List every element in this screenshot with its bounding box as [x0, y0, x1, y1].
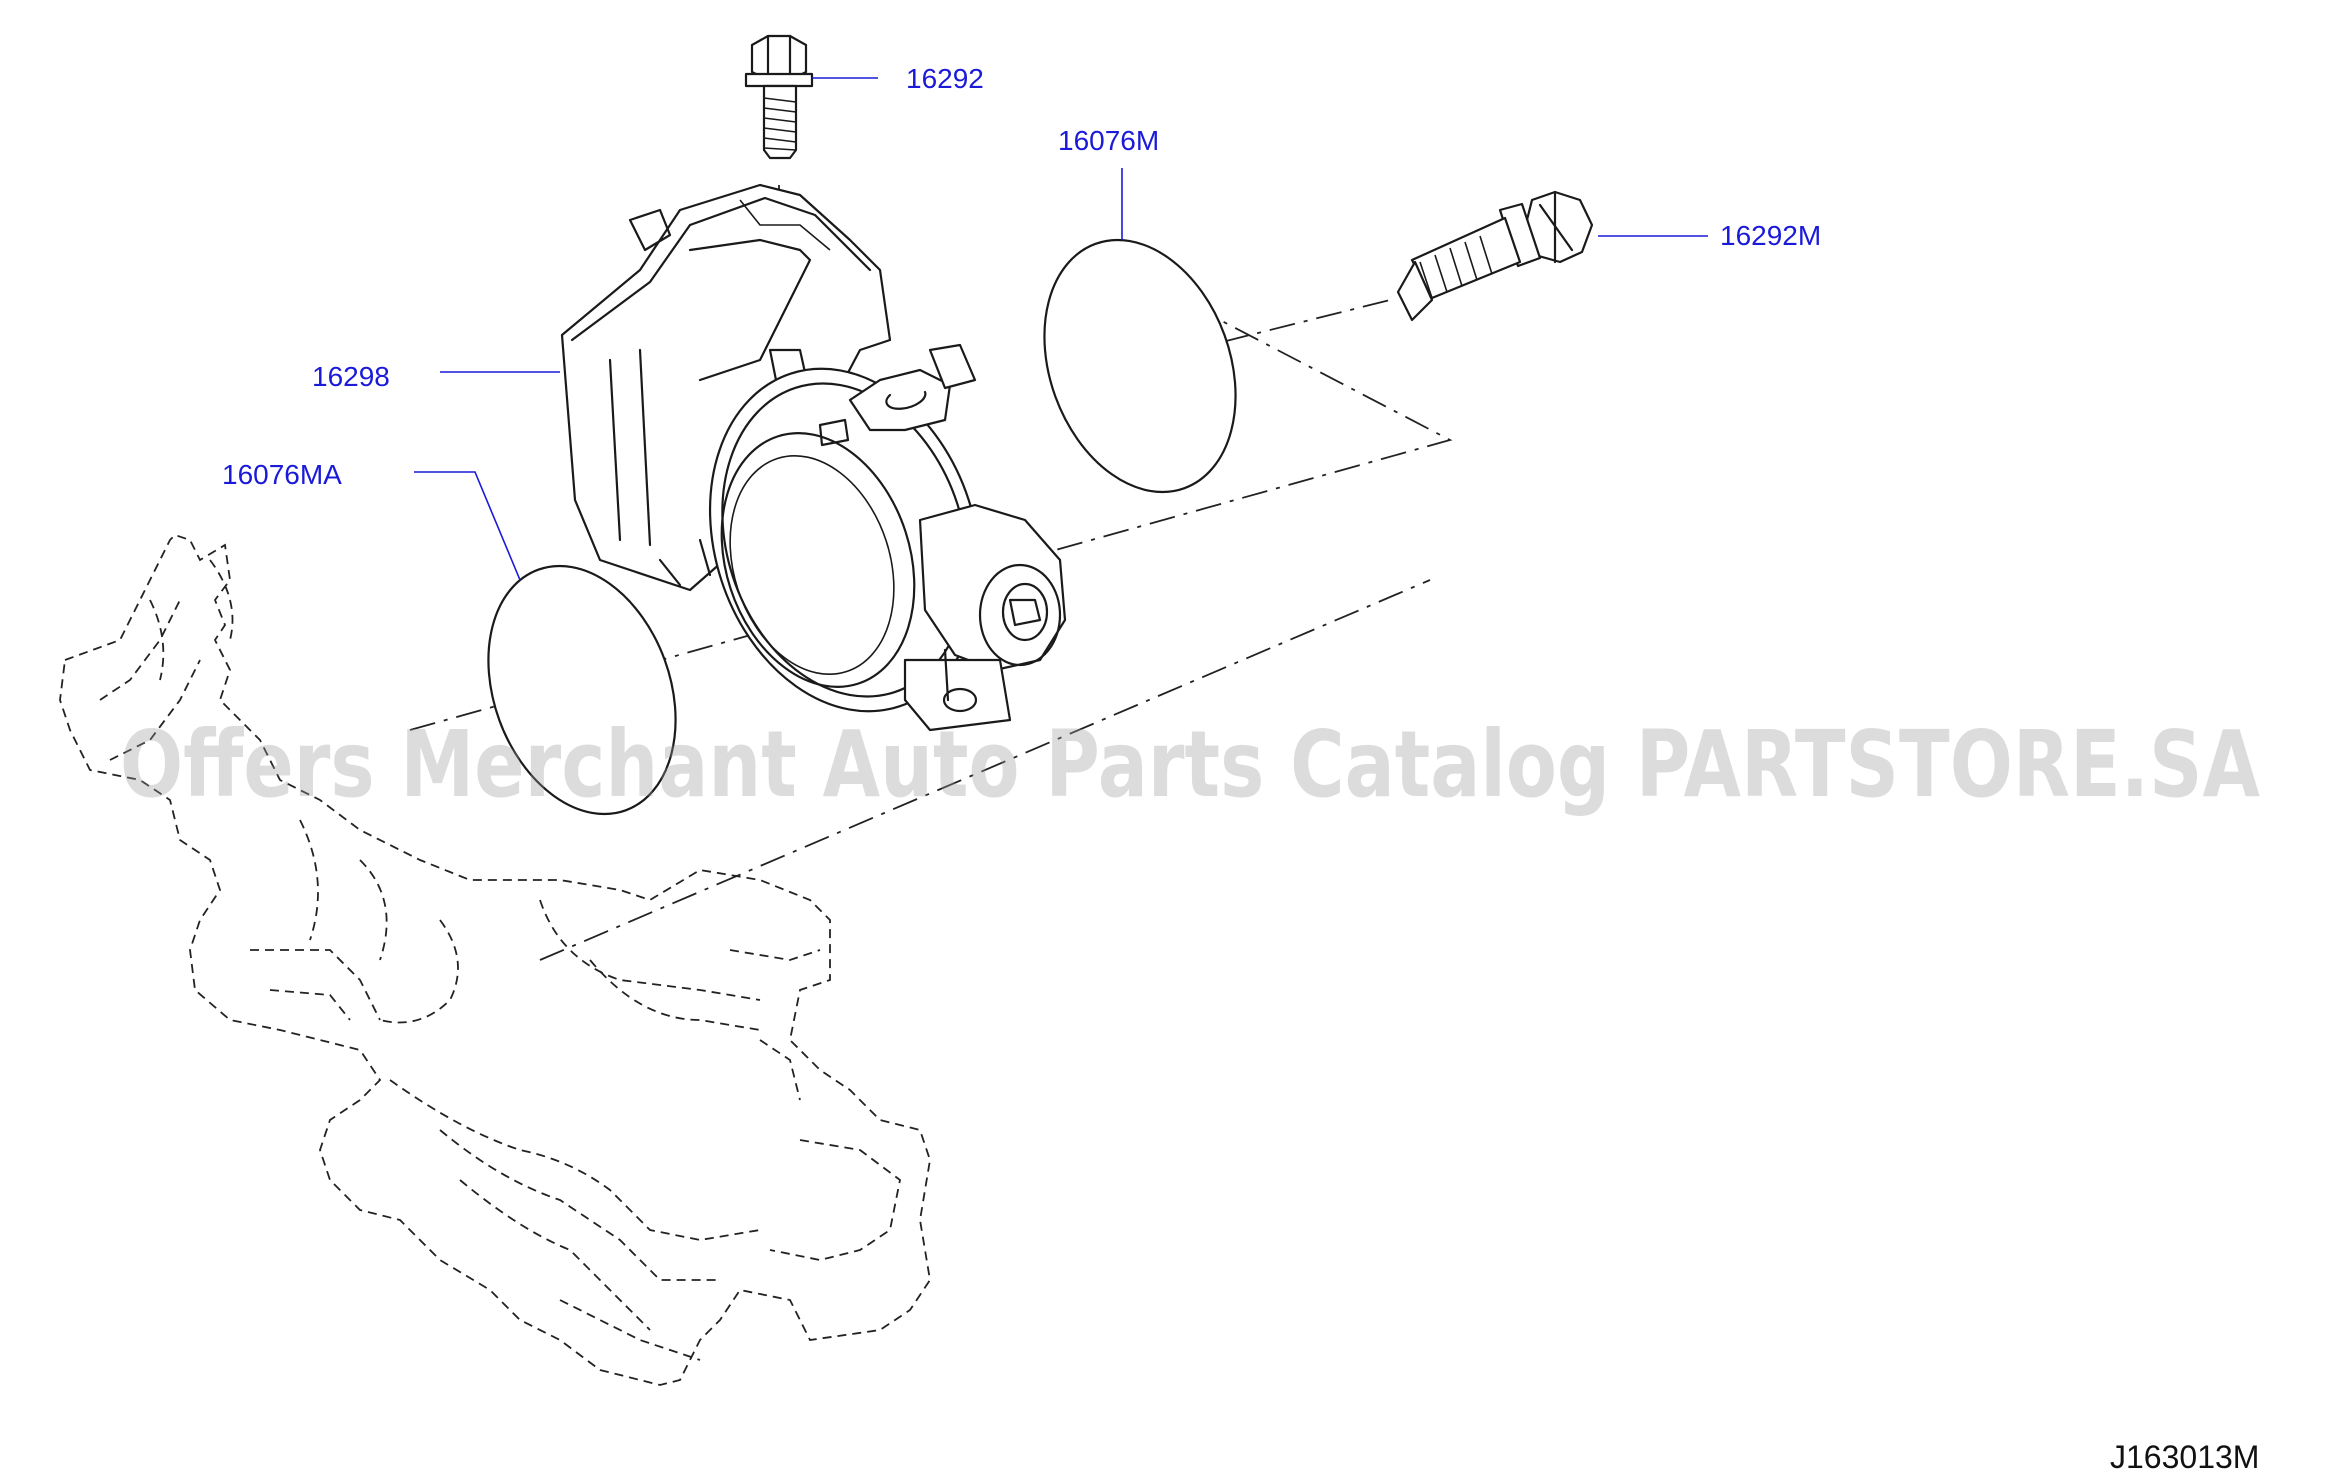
throttle-body — [560, 183, 1067, 732]
gasket-rear — [1043, 238, 1237, 494]
watermark-text: Offers Merchant Auto Parts Catalog PARTS… — [120, 711, 2260, 818]
diagram-code: J163013M — [2110, 1439, 2259, 1475]
callout-gasket-rear[interactable]: 16076M — [1058, 125, 1159, 156]
callout-bolt-long[interactable]: 16292M — [1720, 220, 1821, 251]
bolt-top — [744, 34, 814, 160]
leader-lines — [414, 77, 1708, 581]
callout-throttle-body[interactable]: 16298 — [312, 361, 390, 392]
bolt-long — [1396, 190, 1594, 322]
intake-manifold-outline — [59, 533, 931, 1386]
callout-gasket-front[interactable]: 16076MA — [222, 459, 342, 490]
callout-bolt-top[interactable]: 16292 — [906, 63, 984, 94]
gasket-front — [487, 564, 677, 816]
